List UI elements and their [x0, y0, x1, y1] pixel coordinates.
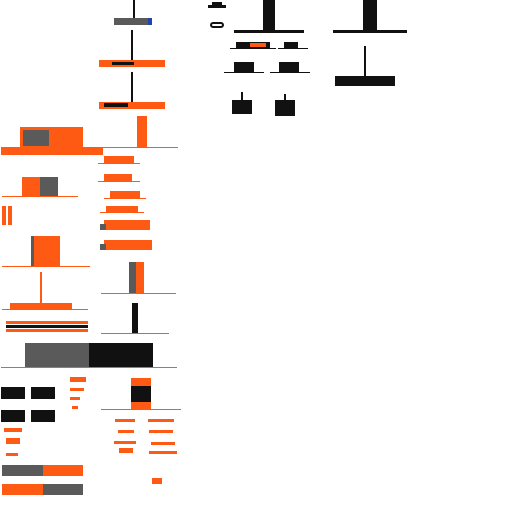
cabinet-side [31, 236, 34, 266]
slab-1 [104, 156, 134, 163]
rug-gray-2 [43, 484, 83, 495]
block-line [1, 367, 177, 368]
device-1-light [250, 43, 266, 47]
chip-7 [6, 453, 18, 456]
stand-base-2 [99, 102, 165, 109]
pole [133, 0, 135, 18]
sofa-pattern [23, 130, 49, 146]
slab-5-edge [100, 224, 106, 230]
tstand-base [10, 303, 72, 309]
rug-gray-1 [2, 465, 43, 476]
piece-i [152, 478, 162, 484]
slab-2 [104, 174, 132, 181]
chip-4 [72, 406, 78, 409]
bar-left [2, 206, 6, 225]
hat-icon [208, 5, 226, 8]
pillar-line [101, 293, 176, 294]
crate-line [2, 196, 78, 197]
black-slab [335, 76, 395, 86]
big-pole-2 [363, 0, 377, 30]
block-gray [25, 343, 89, 367]
slab-6-edge [100, 244, 106, 250]
chip-3 [70, 397, 80, 400]
lamp-body [131, 386, 151, 402]
hat-crown [212, 2, 222, 6]
stand-pole-2 [131, 72, 133, 102]
slab-2-line [98, 181, 140, 182]
big-pole [263, 0, 275, 30]
piece-f [151, 442, 175, 445]
plug-icon-2 [279, 62, 299, 72]
shelf [114, 18, 152, 25]
slab-3 [110, 191, 140, 198]
lamp-top [131, 378, 151, 386]
slab-3-line [104, 198, 146, 199]
tstand-pole [40, 272, 42, 304]
big-pole-base [234, 30, 304, 33]
slab-1-line [98, 163, 140, 164]
cabinet [32, 236, 60, 266]
hang-socket-1 [232, 100, 252, 114]
planter-3 [1, 410, 25, 422]
stand-pole [131, 30, 133, 60]
chip-5 [4, 428, 22, 432]
black-pillar-line [101, 333, 169, 334]
piece-c [118, 430, 134, 433]
stand-base-detail [112, 62, 134, 65]
sofa-base [1, 147, 103, 155]
piece-a [115, 419, 135, 422]
black-pillar [132, 303, 138, 333]
bar-right [8, 206, 12, 225]
floor-line [101, 147, 178, 148]
plug-line [224, 72, 264, 73]
planter-2 [31, 387, 55, 399]
gray-pillar-orange [136, 262, 144, 293]
slab-4 [106, 206, 138, 212]
rug-orange-1 [43, 465, 83, 476]
orange-pillar [137, 116, 147, 148]
chip-1 [70, 377, 86, 382]
chip-6 [6, 438, 20, 444]
crate-orange [22, 177, 40, 196]
slab-5 [104, 220, 150, 230]
hang-socket-2 [275, 100, 295, 116]
block-black [89, 343, 153, 367]
hang-pole-1 [241, 92, 243, 100]
cabinet-line [2, 266, 90, 267]
slab-6 [104, 240, 152, 250]
rug-orange-2 [2, 484, 43, 495]
lamp-line [101, 409, 181, 410]
piece-e [114, 441, 136, 444]
big-pole-2-base [333, 30, 407, 33]
crate-gray [40, 177, 58, 196]
piece-h [149, 451, 177, 454]
shelf-accent [148, 18, 152, 25]
panel-bot [6, 329, 88, 332]
panel-top [6, 321, 88, 324]
piece-b [148, 419, 174, 422]
goggles-icon [210, 22, 224, 28]
plug-icon [234, 62, 254, 72]
device-1-line [230, 48, 276, 49]
panel-mid [6, 325, 88, 328]
lamp-bottom [131, 402, 151, 409]
slab-4-line [100, 212, 144, 213]
stand-base-2-detail [104, 103, 128, 107]
device-2-line [278, 48, 308, 49]
planter-1 [1, 387, 25, 399]
gray-pillar [129, 262, 137, 293]
hang-pole-2 [284, 94, 286, 100]
planter-4 [31, 410, 55, 422]
piece-g [119, 448, 133, 453]
slab-pole [364, 46, 366, 76]
chip-2 [70, 388, 84, 391]
piece-d [149, 430, 173, 433]
plug-2-line [270, 72, 310, 73]
tstand-line [2, 309, 88, 310]
device-2 [284, 42, 298, 48]
